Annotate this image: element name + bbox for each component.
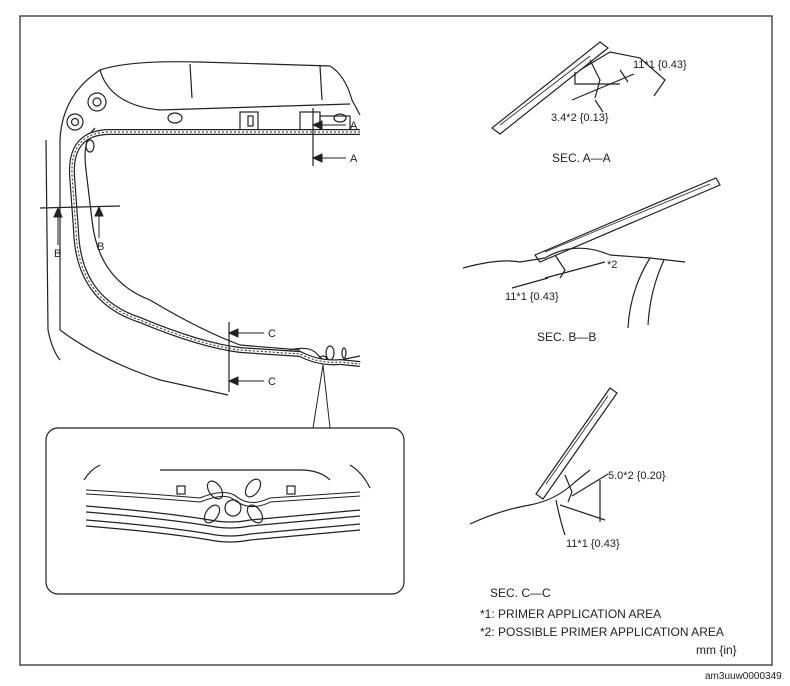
section-c-drawing <box>469 387 618 536</box>
legend-units: mm {in} <box>696 643 737 657</box>
section-c-markers <box>227 322 264 392</box>
sec-c-dim1: 5.0*2 {0.20} <box>608 470 666 482</box>
legend-note-1: *1: PRIMER APPLICATION AREA <box>480 607 661 621</box>
detail-view <box>45 427 405 595</box>
marker-a-bottom: A <box>350 153 358 165</box>
sec-a-title: SEC. A—A <box>552 151 611 165</box>
sec-a-dim1: 11*1 {0.43} <box>633 59 687 71</box>
figure-code: am3uuw0000349 <box>705 671 782 682</box>
marker-b-right: B <box>97 241 104 253</box>
section-b-markers <box>39 205 121 245</box>
marker-a-top: A <box>350 120 358 132</box>
section-b-drawing <box>462 177 721 329</box>
sec-b-dim1: 11*1 {0.43} <box>505 291 559 303</box>
section-a-markers <box>311 108 346 166</box>
section-a-drawing <box>491 41 666 135</box>
legend-note-2: *2: POSSIBLE PRIMER APPLICATION AREA <box>480 625 724 639</box>
figure-frame <box>19 15 773 666</box>
marker-c-bottom: C <box>268 376 276 388</box>
sec-a-dim2: 3.4*2 {0.13} <box>551 112 609 124</box>
marker-c-top: C <box>268 328 276 340</box>
detail-leader <box>312 364 331 429</box>
sec-c-dim2: 11*1 {0.43} <box>566 538 620 550</box>
marker-b-left: B <box>54 248 61 260</box>
sec-b-dim2: *2 <box>607 259 617 271</box>
adhesive-bead <box>68 129 361 367</box>
sec-c-title: SEC. C—C <box>490 586 551 600</box>
sec-b-title: SEC. B—B <box>537 330 596 344</box>
